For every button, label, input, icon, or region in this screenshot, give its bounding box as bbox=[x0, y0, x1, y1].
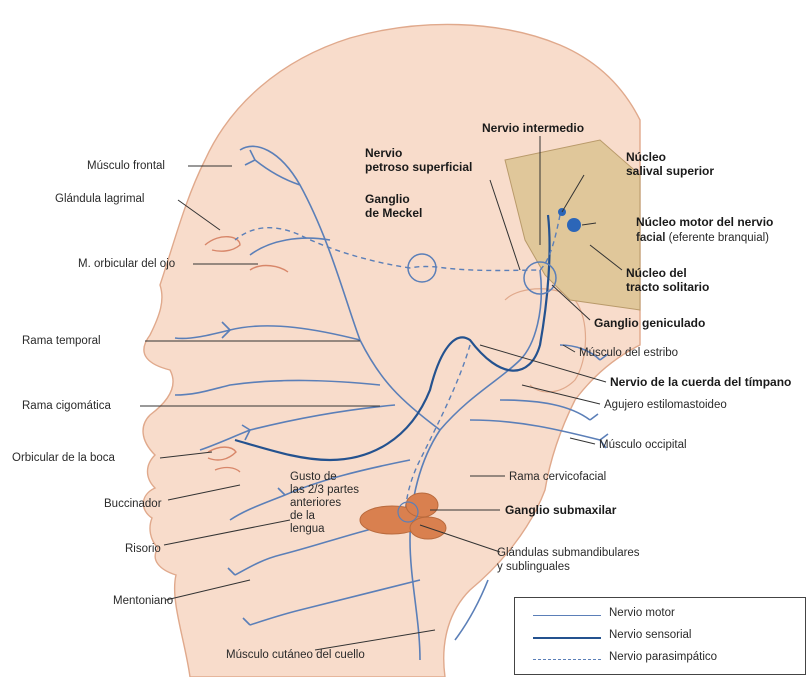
label-nucleo-motor-facial: facial bbox=[636, 232, 665, 244]
label-nervio-petroso: Nervio petroso superficial bbox=[365, 146, 485, 174]
label-risorio: Risorio bbox=[125, 542, 161, 556]
label-agujero-estilomastoideo: Agujero estilomastoideo bbox=[604, 398, 727, 412]
label-nucleo-motor-eferente: (eferente branquial) bbox=[669, 232, 769, 244]
nucleo-motor bbox=[567, 218, 581, 232]
label-buccinador: Buccinador bbox=[104, 497, 162, 511]
label-nucleo-motor: Núcleo motor del nervio bbox=[636, 215, 773, 229]
label-nervio-intermedio: Nervio intermedio bbox=[482, 121, 584, 135]
legend-row-sensorial: Nervio sensorial bbox=[515, 628, 805, 646]
label-glandulas-sub: Glándulas submandibulares y sublinguales bbox=[497, 546, 677, 574]
legend-swatch-sensorial bbox=[533, 637, 601, 639]
label-orbicular-ojo: M. orbicular del ojo bbox=[78, 257, 175, 271]
legend-swatch-parasimpatico bbox=[533, 659, 601, 660]
label-rama-temporal: Rama temporal bbox=[22, 334, 101, 348]
legend-row-parasimpatico: Nervio parasimpático bbox=[515, 650, 805, 668]
label-nucleo-tracto: Núcleo del tracto solitario bbox=[626, 266, 756, 294]
label-cutaneo-cuello: Músculo cutáneo del cuello bbox=[226, 648, 365, 662]
label-nucleo-motor-detail: facial (eferente branquial) bbox=[636, 231, 769, 245]
label-gusto: Gusto de las 2/3 partes anteriores de la… bbox=[290, 471, 390, 536]
label-cuerda-timpano: Nervio de la cuerda del tímpano bbox=[610, 375, 791, 389]
label-musculo-occipital: Músculo occipital bbox=[599, 438, 687, 452]
label-nucleo-salival: Núcleo salival superior bbox=[626, 150, 746, 178]
label-musculo-frontal: Músculo frontal bbox=[87, 159, 165, 173]
label-ganglio-geniculado: Ganglio geniculado bbox=[594, 316, 705, 330]
label-rama-cigomatica: Rama cigomática bbox=[22, 399, 111, 413]
label-orbicular-boca: Orbicular de la boca bbox=[12, 451, 115, 465]
legend-row-motor: Nervio motor bbox=[515, 606, 805, 624]
legend-label-motor: Nervio motor bbox=[609, 607, 675, 619]
label-mentoniano: Mentoniano bbox=[113, 594, 173, 608]
legend-label-sensorial: Nervio sensorial bbox=[609, 629, 691, 641]
legend: Nervio motor Nervio sensorial Nervio par… bbox=[514, 597, 806, 675]
label-ganglio-submaxilar: Ganglio submaxilar bbox=[505, 503, 616, 517]
legend-label-parasimpatico: Nervio parasimpático bbox=[609, 651, 717, 663]
label-glandula-lagrimal: Glándula lagrimal bbox=[55, 192, 145, 206]
label-musculo-estribo: Músculo del estribo bbox=[579, 346, 678, 360]
label-rama-cervicofacial: Rama cervicofacial bbox=[509, 470, 606, 484]
label-ganglio-meckel: Ganglio de Meckel bbox=[365, 192, 455, 220]
legend-swatch-motor bbox=[533, 615, 601, 616]
